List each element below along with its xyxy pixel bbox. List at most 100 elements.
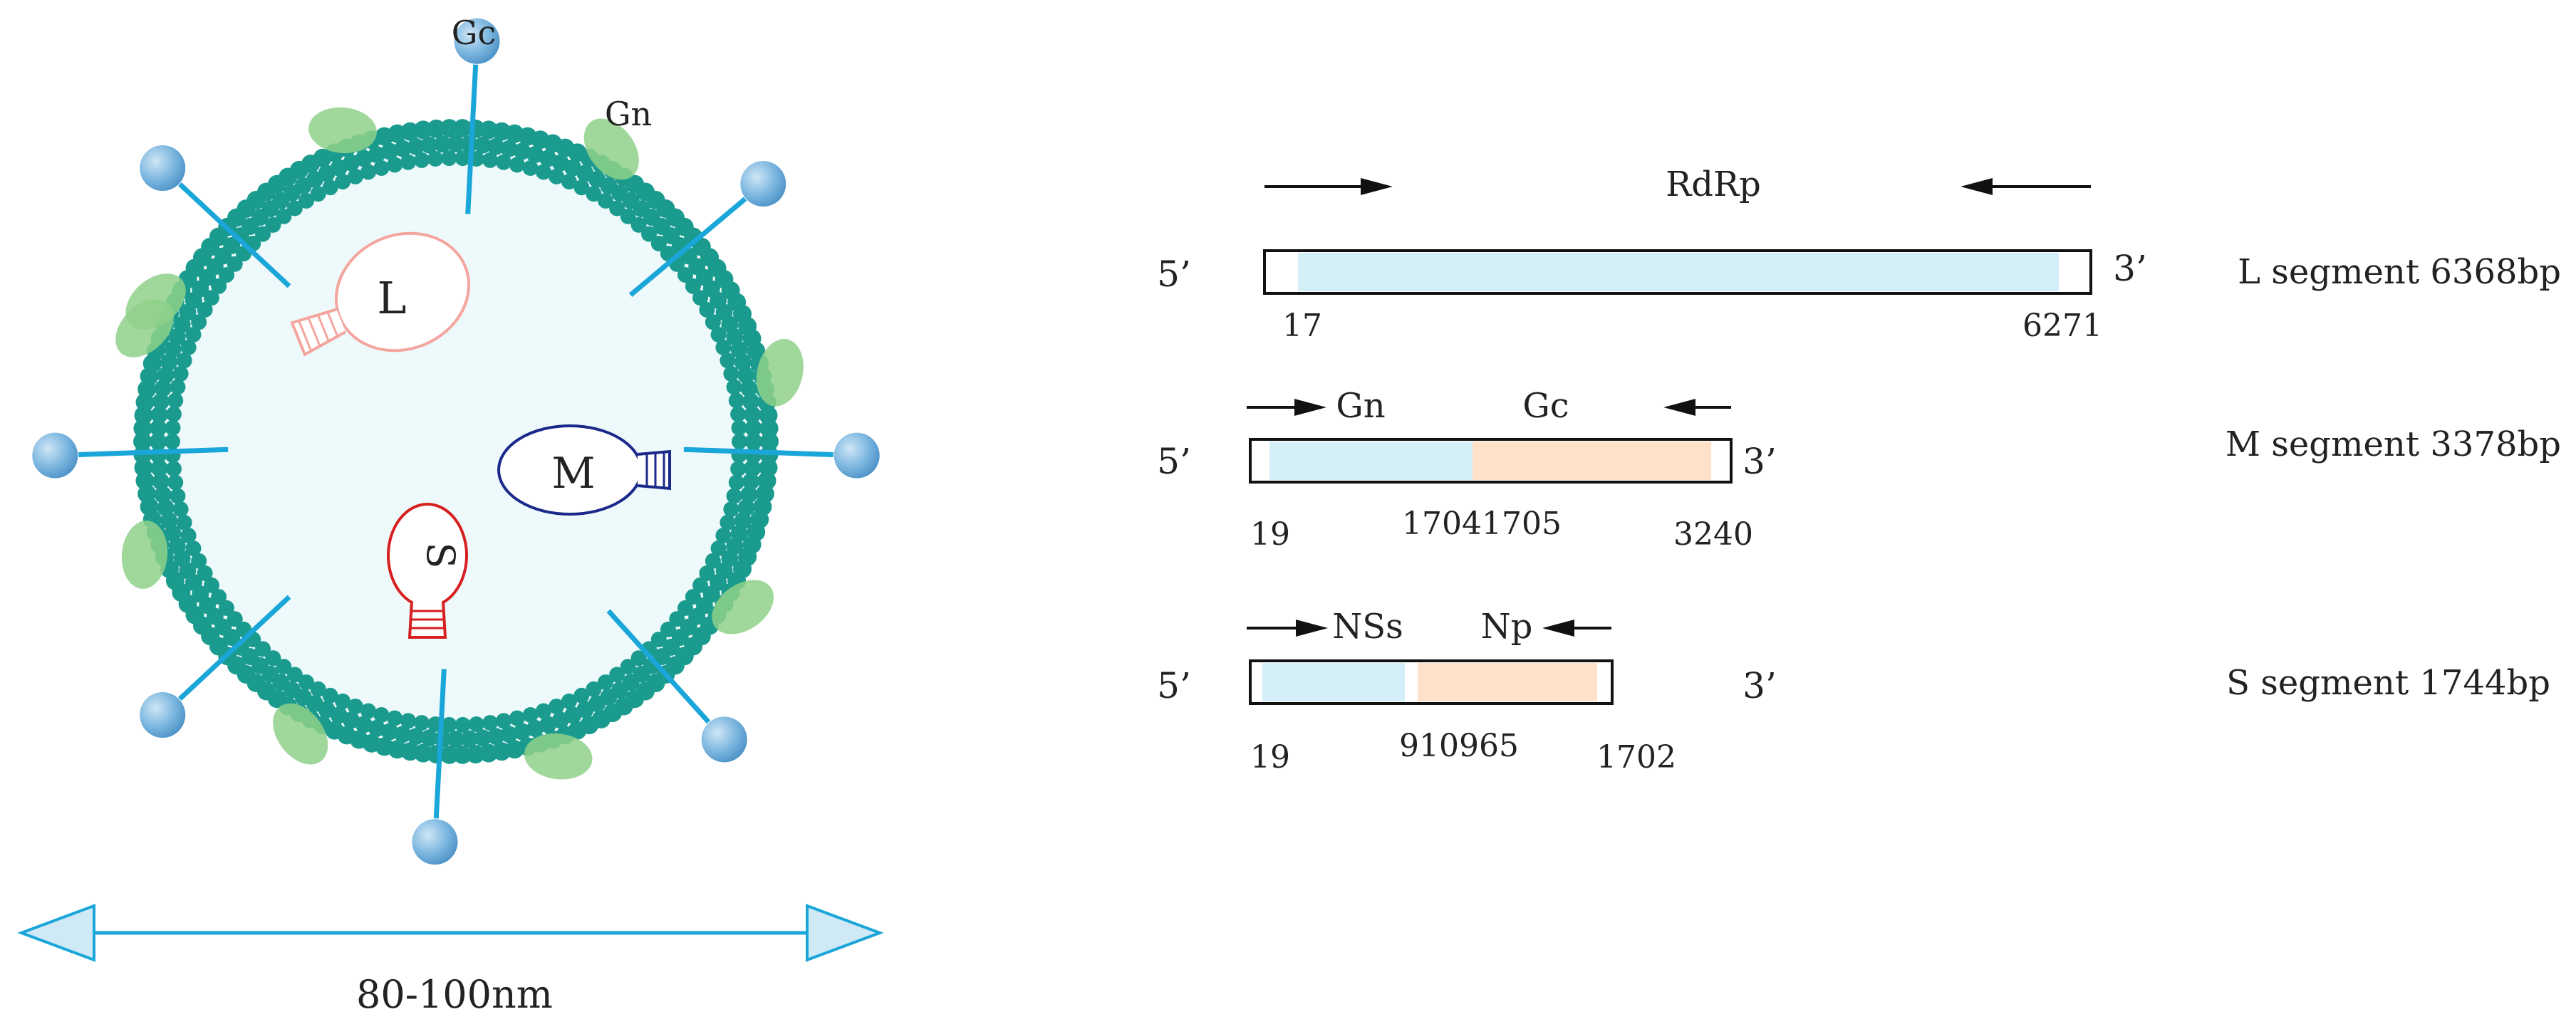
membrane-bead	[737, 367, 755, 384]
membrane-bead	[455, 716, 471, 733]
gn-lobe-icon	[121, 521, 168, 589]
membrane-bead	[172, 365, 189, 382]
membrane-bead	[347, 699, 363, 715]
membrane-bead	[185, 326, 202, 343]
membrane-bead	[474, 729, 492, 747]
gc-label: Gc	[452, 14, 497, 52]
membrane-bead	[705, 553, 721, 569]
membrane-bead	[728, 392, 744, 409]
membrane-bead	[474, 136, 492, 154]
l-reverse-arrowhead-icon	[1960, 178, 1993, 195]
spike-knob-icon	[833, 432, 880, 479]
membrane-bead	[487, 728, 505, 746]
membrane-bead	[630, 216, 647, 233]
membrane-bead	[699, 565, 715, 581]
membrane-bead	[286, 667, 303, 683]
membrane-bead	[549, 699, 565, 715]
s-forward-arrowhead-icon	[1296, 620, 1328, 637]
membrane-bead	[185, 540, 202, 557]
membrane-bead	[170, 488, 186, 504]
membrane-bead	[650, 236, 667, 251]
scale-left-arrowhead-icon	[17, 904, 95, 962]
membrane-bead	[514, 142, 531, 160]
m-pos2: 17041705	[1402, 506, 1562, 542]
membrane-bead	[745, 433, 762, 450]
membrane-bead	[434, 135, 452, 153]
s-np-orf	[1418, 663, 1597, 701]
membrane-bead	[482, 715, 498, 731]
spike-stalk	[606, 609, 711, 724]
membrane-bead	[705, 314, 721, 330]
m-segment-label: M segment 3378bp	[2226, 424, 2561, 464]
s-segment-label: S segment 1744bp	[2226, 663, 2550, 703]
membrane-bead	[255, 641, 271, 657]
m-pos3: 3240	[1673, 516, 1753, 553]
membrane-bead	[539, 716, 557, 733]
membrane-bead	[298, 192, 314, 209]
membrane-bead	[227, 611, 243, 627]
membrane-bead	[620, 208, 636, 224]
membrane-bead	[150, 406, 168, 424]
membrane-bead	[387, 157, 403, 173]
spike-stalk	[178, 595, 291, 701]
membrane-bead	[447, 135, 464, 152]
membrane-bead	[500, 140, 518, 157]
membrane-bead	[133, 432, 152, 451]
membrane-bead	[641, 226, 657, 242]
l-segment-bulb-icon	[290, 231, 471, 357]
membrane-bead	[360, 703, 376, 719]
membrane-bead	[730, 406, 747, 422]
membrane-bead	[400, 713, 416, 729]
membrane-bead	[219, 600, 234, 616]
virion: L M S Gc Gn	[32, 14, 880, 865]
membrane-bead	[731, 419, 747, 436]
membrane-bead	[692, 290, 709, 306]
l-segment-map: RdRp 5’ 3’ 17 6271 L segment 6368bp	[1157, 164, 2561, 344]
membrane-bead	[152, 473, 170, 491]
membrane-bead	[573, 179, 590, 196]
membrane-bead	[744, 419, 762, 437]
membrane-bead	[685, 589, 701, 605]
membrane-bead	[154, 380, 172, 397]
gn-lobe-icon	[756, 338, 804, 407]
l-segment-label: L segment 6368bp	[2238, 252, 2561, 292]
membrane-bead	[536, 703, 551, 719]
membrane-bead	[355, 150, 373, 167]
l-gene-label: RdRp	[1666, 164, 1761, 204]
s-pos3: 1702	[1596, 739, 1676, 775]
l-end-position: 6271	[2022, 308, 2102, 344]
membrane-bead	[381, 142, 398, 160]
membrane-bead	[427, 151, 444, 167]
membrane-bead	[150, 459, 168, 477]
gn-lobe-icon	[273, 703, 328, 765]
l-start-position: 17	[1282, 308, 1322, 344]
membrane-bead	[133, 419, 152, 438]
membrane-bead	[609, 667, 625, 683]
membrane-bead	[586, 186, 602, 202]
membrane-bead	[720, 352, 736, 369]
spike-knob-icon	[412, 819, 458, 865]
s-segment-bulb-icon	[387, 503, 468, 639]
spike-knob-icon	[140, 692, 186, 738]
membrane-bead	[165, 461, 182, 477]
membrane-bead	[734, 353, 752, 371]
membrane-bead	[211, 589, 227, 605]
membrane-bead	[723, 501, 739, 518]
membrane-bead	[197, 565, 213, 581]
membrane-bead	[440, 745, 459, 764]
membrane-bead	[723, 365, 739, 382]
membrane-bead	[660, 621, 676, 637]
spike-stalk	[683, 446, 833, 457]
l-segment-letter: L	[377, 272, 406, 324]
membrane-bead	[176, 352, 192, 369]
l-3prime-label: 3’	[2113, 248, 2147, 289]
s-segment-map: NSs Np 5’ 3’ 19 910965 1702 S segment 17…	[1157, 607, 2550, 775]
membrane-bead	[720, 514, 736, 531]
s-segment-letter: S	[418, 543, 463, 569]
membrane-bead	[335, 174, 351, 190]
membrane-bead	[744, 406, 762, 424]
membrane-bead	[157, 499, 175, 516]
m-gene1-label: Gn	[1336, 386, 1385, 426]
membrane-bead	[740, 380, 758, 397]
membrane-bead	[500, 726, 518, 743]
